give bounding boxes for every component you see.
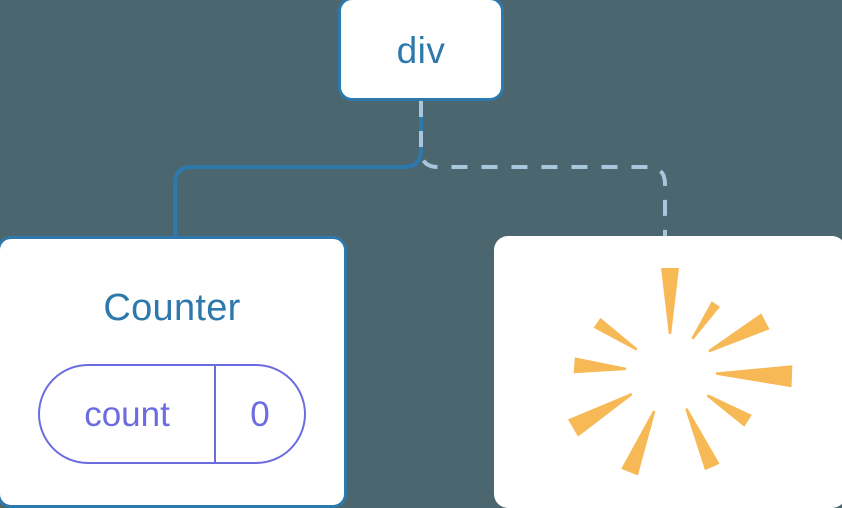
node-counter[interactable]: Counter count 0 — [0, 236, 347, 508]
burst-spike — [661, 268, 679, 334]
burst-spike — [685, 408, 720, 471]
burst-spike — [573, 357, 627, 374]
node-burst[interactable] — [494, 236, 842, 508]
burst-spike — [706, 394, 752, 427]
burst-spike — [568, 392, 633, 437]
edge-div-counter — [173, 99, 423, 240]
node-div-label: div — [396, 29, 446, 71]
burst-spike — [715, 365, 793, 388]
burst-spike — [691, 301, 720, 340]
burst-spike-group — [568, 268, 793, 476]
node-counter-label: Counter — [103, 287, 241, 329]
burst-spike — [708, 313, 770, 353]
state-key: count — [40, 366, 216, 462]
node-div[interactable]: div — [338, 0, 504, 101]
burst-sparkle-icon — [568, 268, 793, 476]
edge-div-burst — [419, 101, 667, 238]
burst-spike — [593, 317, 638, 351]
state-pill-count[interactable]: count 0 — [38, 364, 306, 464]
state-value: 0 — [250, 394, 270, 434]
burst-spike — [621, 410, 656, 476]
